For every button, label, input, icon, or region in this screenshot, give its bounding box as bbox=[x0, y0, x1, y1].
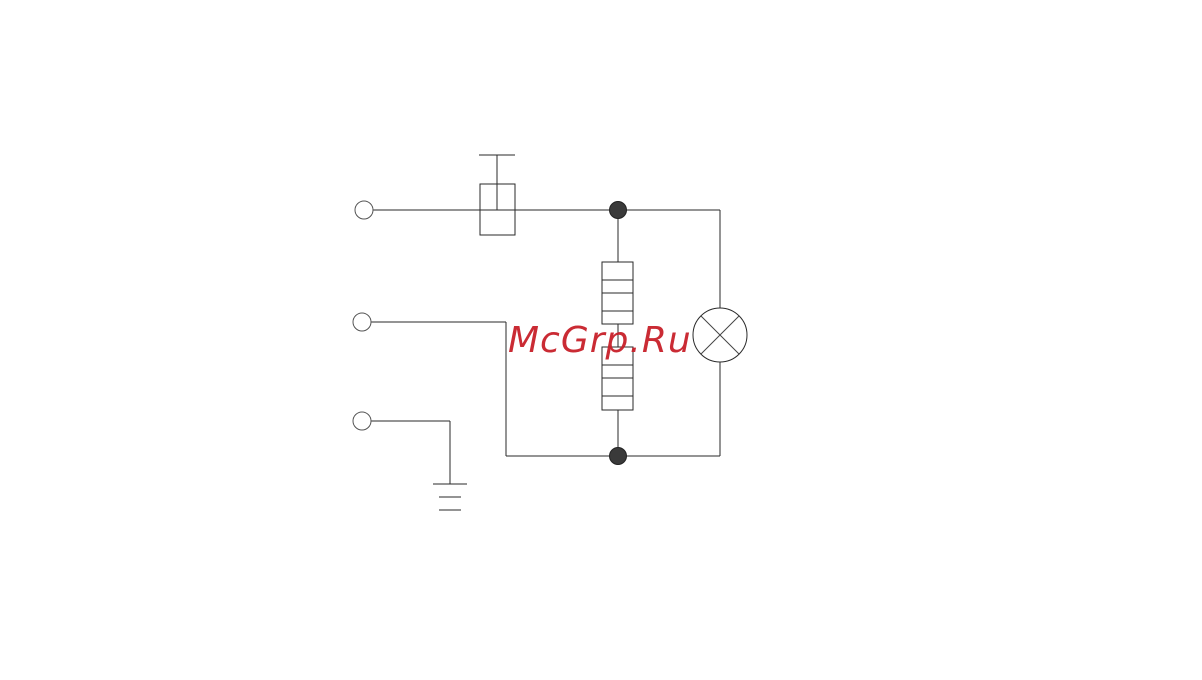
terminal-3 bbox=[353, 412, 371, 430]
junction-bottom bbox=[610, 448, 627, 465]
ground-symbol bbox=[433, 484, 467, 510]
resistor-lower bbox=[602, 347, 633, 410]
push-switch bbox=[479, 155, 515, 235]
terminal-2 bbox=[353, 313, 371, 331]
resistor-upper bbox=[602, 262, 633, 324]
lamp-symbol bbox=[693, 308, 747, 362]
terminal-1 bbox=[355, 201, 373, 219]
junction-top bbox=[610, 202, 627, 219]
